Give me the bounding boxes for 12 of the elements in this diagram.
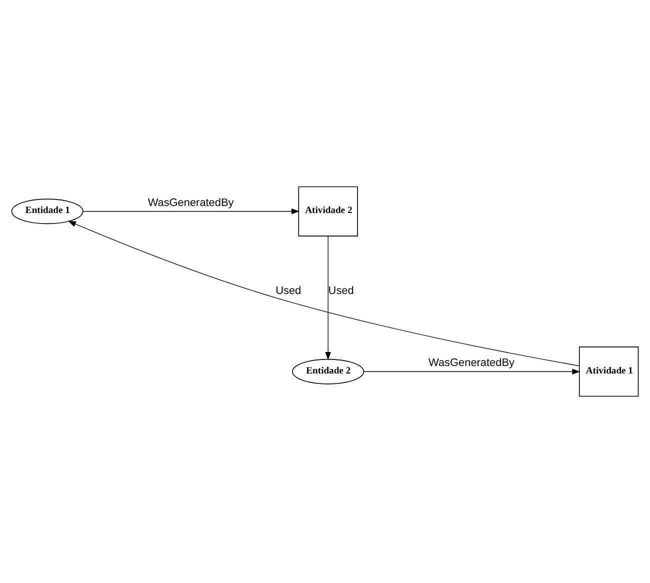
node-box: Atividade 1 <box>578 346 639 397</box>
edge-label: Used <box>276 285 302 298</box>
edge-label: WasGeneratedBy <box>428 356 514 369</box>
edge-label: WasGeneratedBy <box>148 196 234 209</box>
edge-label: Used <box>328 285 354 298</box>
arrow <box>364 368 580 374</box>
node-ellipse: Entidade 1 <box>11 198 84 224</box>
node-ellipse: Entidade 2 <box>292 358 364 384</box>
arrow <box>68 220 580 366</box>
arrow <box>325 236 331 360</box>
node-box: Atividade 2 <box>298 186 358 236</box>
arrow <box>82 208 300 214</box>
